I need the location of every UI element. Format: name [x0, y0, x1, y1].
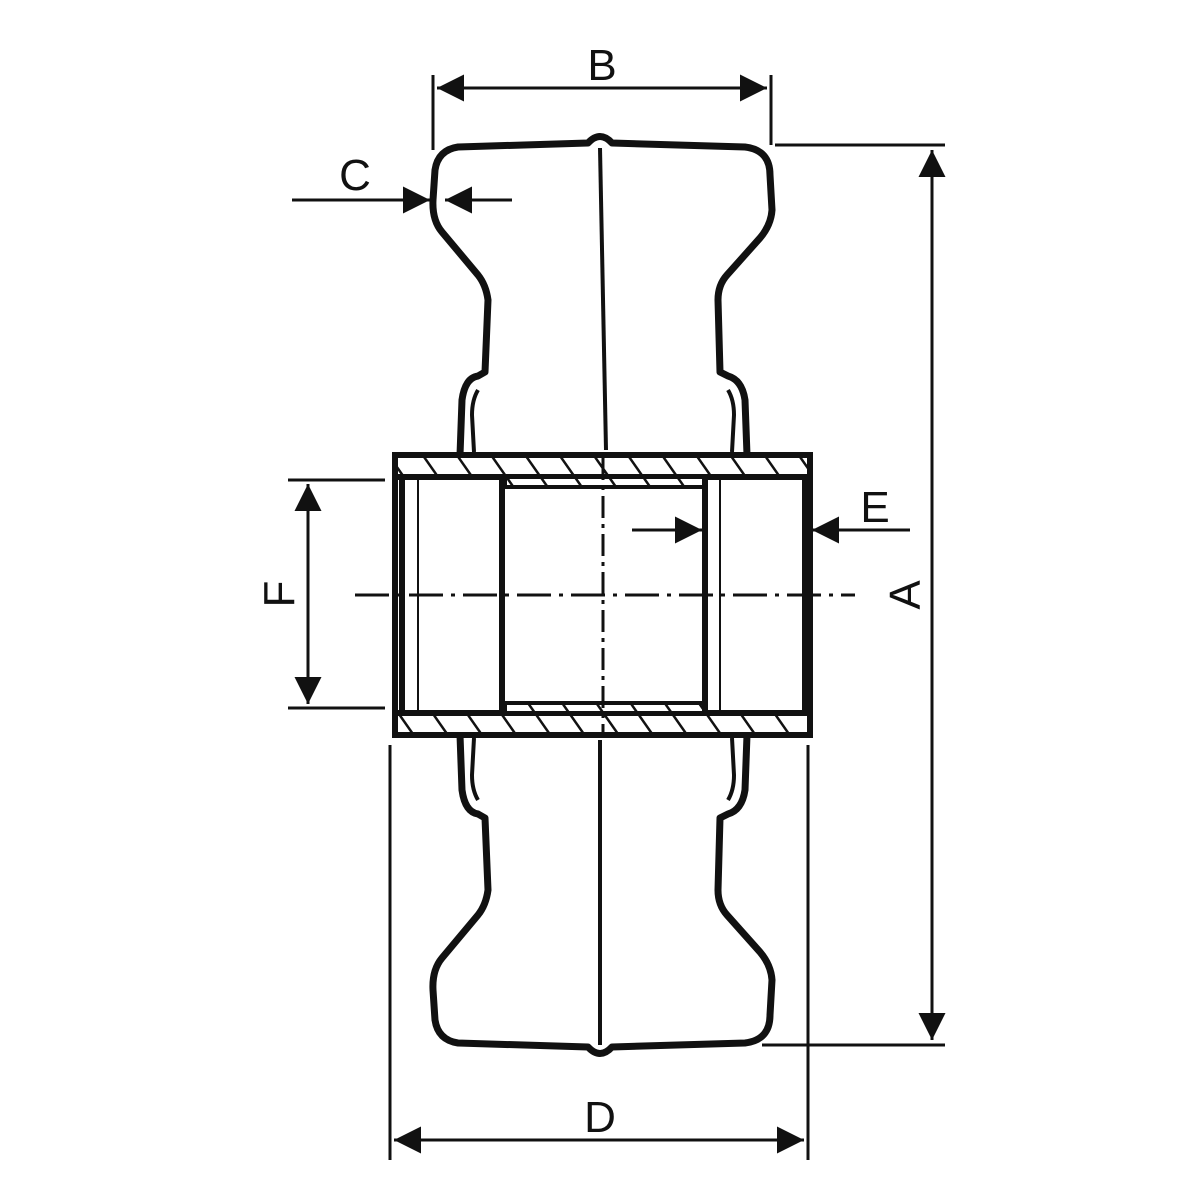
upper-tyre-outline: [429, 133, 776, 456]
label-c: C: [339, 151, 371, 200]
label-f: F: [255, 581, 304, 608]
label-e: E: [860, 483, 889, 532]
lower-inner-band: [503, 701, 707, 715]
label-a: A: [881, 580, 930, 610]
label-d: D: [584, 1093, 616, 1142]
upper-hub-boss-right: [726, 388, 737, 453]
lower-tyre-outline: [429, 734, 776, 1057]
vertical-parting-line: [598, 147, 608, 451]
upper-inner-band: [503, 475, 707, 489]
lower-hub-boss-right: [726, 737, 737, 802]
upper-hub-boss-left: [469, 388, 480, 453]
label-b: B: [587, 41, 616, 90]
lower-hub-boss-left: [469, 737, 480, 802]
